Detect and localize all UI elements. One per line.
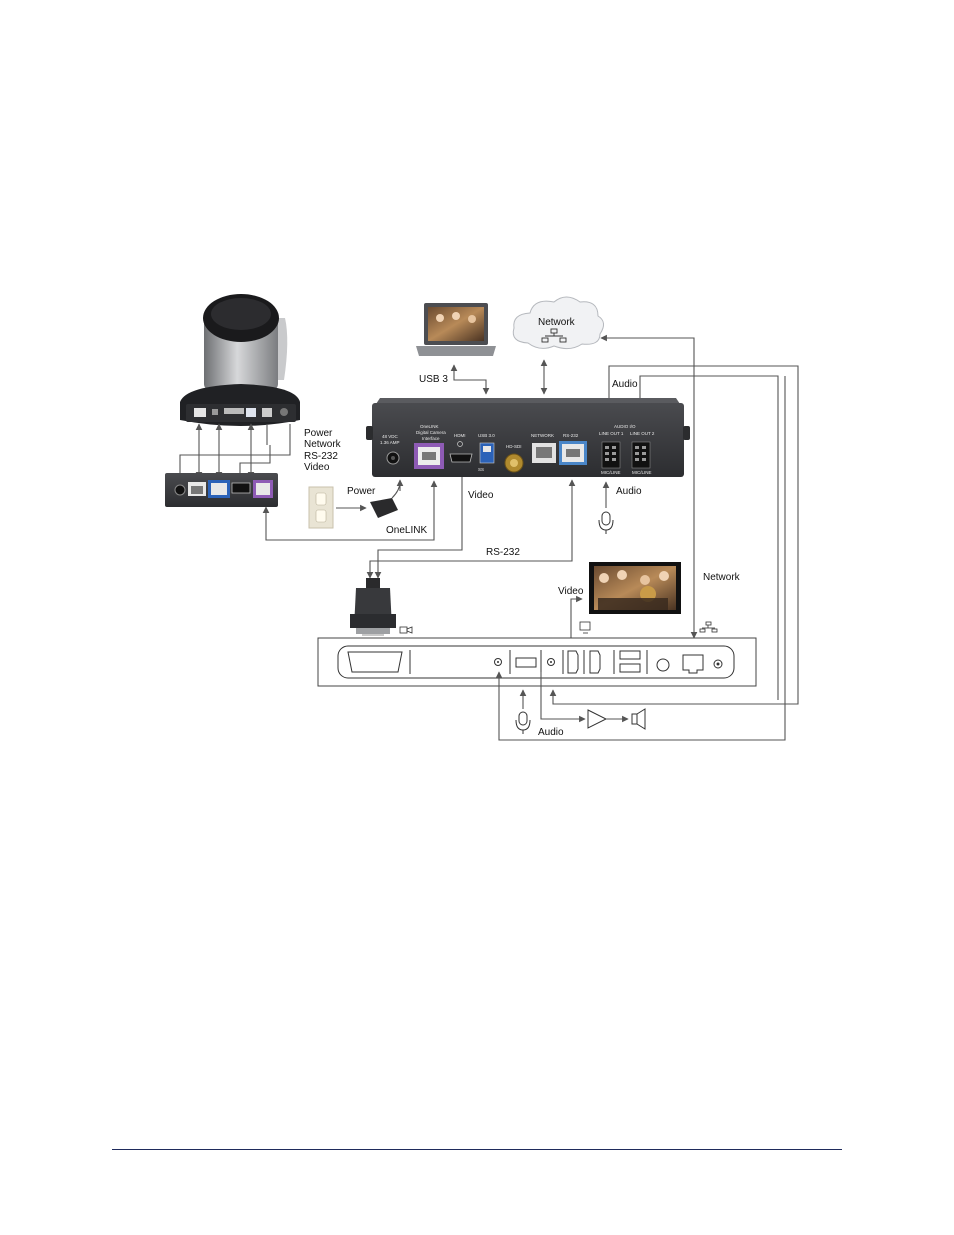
- bridge-mic-line-2: MIC/LINE: [632, 470, 652, 475]
- cloud-icon: [512, 296, 604, 350]
- network-port-icon: [699, 621, 718, 633]
- laptop-icon: [416, 303, 496, 356]
- bridge-usb-label: USB 3.0: [478, 433, 495, 438]
- label-usb3: USB 3: [419, 374, 448, 385]
- microphone-icon: [598, 511, 614, 534]
- bridge-onelink-sub-2: Interface: [422, 436, 440, 441]
- label-video-out: Video: [468, 490, 494, 501]
- bridge-ss-mark: SS: [478, 467, 484, 472]
- audio-out-1-cable: [549, 365, 799, 705]
- bridge-rs232-label: RS-232: [563, 433, 579, 438]
- bridge-hdsdi-label: HD-SDI: [506, 444, 522, 449]
- label-audio-mic: Audio: [616, 486, 642, 497]
- footer-divider: [112, 1149, 842, 1150]
- label-audio-top: Audio: [612, 379, 638, 390]
- camera-cable-arrows: [179, 423, 291, 479]
- bridge-network-label: NETWORK: [531, 433, 554, 438]
- network-icon: [541, 328, 567, 343]
- rs232-cable: [366, 479, 576, 579]
- dvi-plug-icon: [350, 578, 396, 636]
- label-rs232-cable: RS-232: [486, 547, 520, 558]
- display-icon: [589, 562, 681, 614]
- label-network: Network: [304, 439, 342, 450]
- bridge-line-out-2: LINE OUT 2: [630, 431, 655, 436]
- label-network-cloud: Network: [538, 317, 576, 328]
- label-video: Video: [304, 462, 330, 473]
- bridge-power-label-1: 48 VDC: [382, 434, 399, 439]
- speaker-icon: [631, 708, 646, 730]
- power-outlet-icon: [308, 486, 334, 529]
- bridge-mic-line-1: MIC/LINE: [601, 470, 621, 475]
- bridge-audio-io-label: AUDIO I/O: [614, 424, 636, 429]
- onelink-camera-adapter: [165, 473, 278, 507]
- label-power-adapter: Power: [347, 486, 376, 497]
- codec-mic-icon: [515, 711, 531, 734]
- bridge-onelink-label: OneLINK: [420, 424, 439, 429]
- usb3-cable: [450, 364, 490, 395]
- display-video-cable: [570, 595, 583, 638]
- label-onelink: OneLINK: [386, 525, 427, 536]
- codec-back-panel: [317, 637, 757, 687]
- label-network-right: Network: [703, 572, 741, 583]
- bridge-onelink-sub-1: Digital Camera: [416, 430, 446, 435]
- label-power: Power: [304, 428, 333, 439]
- bridge-power-label-2: 1.36 AMP: [380, 440, 400, 445]
- bridge-line-out-1: LINE OUT 1: [599, 431, 624, 436]
- audio-out-2-cable: [639, 375, 779, 700]
- label-audio-bottom: Audio: [538, 727, 564, 738]
- cloud-network-link: [600, 334, 698, 639]
- camera-port-icon: [399, 626, 413, 634]
- bridge-hdmi-label: HDMI: [454, 433, 466, 438]
- amplifier-icon: [587, 709, 608, 729]
- monitor-port-icon: [579, 621, 591, 634]
- amp-feed-cable: [540, 672, 586, 723]
- audio-return-cable: [495, 376, 786, 741]
- camera-icon: [180, 294, 300, 426]
- label-rs232: RS-232: [304, 451, 338, 462]
- label-video-display: Video: [558, 586, 584, 597]
- bridge-device: 48 VDC 1.36 AMP OneLINK Digital Camera I…: [366, 398, 690, 477]
